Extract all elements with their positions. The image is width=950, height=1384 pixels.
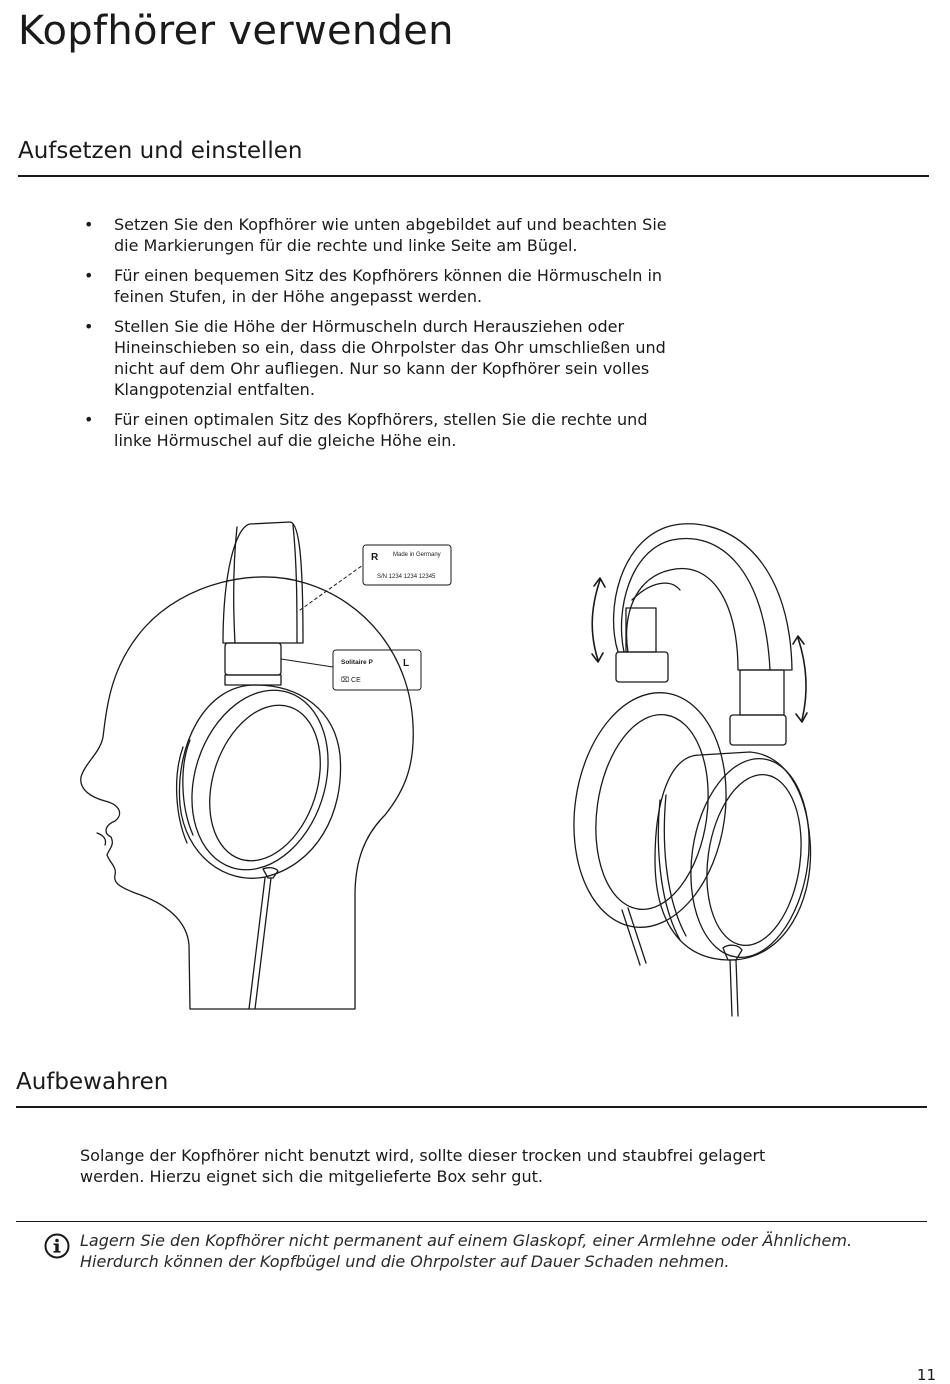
ear-cup <box>178 684 342 879</box>
section-divider <box>16 1106 927 1108</box>
headphones-adjustment-illustration <box>573 523 812 1017</box>
headband <box>222 521 304 644</box>
lips-line <box>96 832 107 846</box>
storage-note: Lagern Sie den Kopfhörer nicht permanent… <box>80 1231 853 1271</box>
headband <box>612 523 793 671</box>
list-item: • Stellen Sie die Höhe der Hörmuscheln d… <box>84 316 684 400</box>
head-silhouette <box>80 576 414 1010</box>
info-icon <box>44 1233 70 1259</box>
slider <box>615 651 669 683</box>
head-with-headphones-illustration: R Made in Germany S/N 1234 1234 12345 So… <box>80 521 452 1010</box>
label-left-model: Solitaire P <box>341 659 373 666</box>
cable <box>262 867 279 879</box>
list-item-text: Für einen optimalen Sitz des Kopfhörers,… <box>114 410 648 450</box>
section-title-fit: Aufsetzen und einstellen <box>18 138 303 164</box>
bullet-marker: • <box>84 317 94 336</box>
list-item-text: Stellen Sie die Höhe der Hörmuscheln dur… <box>114 317 666 399</box>
label-left-box <box>332 649 422 691</box>
storage-text: Solange der Kopfhörer nicht benutzt wird… <box>80 1146 766 1186</box>
adjust-arrow-left <box>591 579 601 661</box>
bullet-marker: • <box>84 410 94 429</box>
label-right-serial: S/N 1234 1234 12345 <box>377 574 436 580</box>
page-title: Kopfhörer verwenden <box>18 8 454 54</box>
section-divider <box>18 175 929 177</box>
ear-pad <box>191 689 329 871</box>
label-right-origin: Made in Germany <box>393 552 441 558</box>
label-right-side: R <box>371 552 379 563</box>
list-item: • Für einen bequemen Sitz des Kopfhörers… <box>84 265 684 307</box>
ear-cup <box>654 751 812 961</box>
list-item-text: Setzen Sie den Kopfhörer wie unten abgeb… <box>114 215 667 255</box>
section-title-storage: Aufbewahren <box>16 1069 169 1095</box>
bullet-marker: • <box>84 266 94 285</box>
label-left-side: L <box>403 658 409 669</box>
label-right-box <box>362 544 452 586</box>
instruction-list: • Setzen Sie den Kopfhörer wie unten abg… <box>84 214 684 460</box>
list-item-text: Für einen bequemen Sitz des Kopfhörers k… <box>114 266 663 306</box>
list-item: • Für einen optimalen Sitz des Kopfhörer… <box>84 409 684 451</box>
page-number: 11 <box>916 1366 936 1384</box>
note-divider <box>16 1221 927 1222</box>
list-item: • Setzen Sie den Kopfhörer wie unten abg… <box>84 214 684 256</box>
slider <box>224 642 282 676</box>
label-left-marks: ⌧ CE <box>341 676 361 684</box>
adjust-arrow-right <box>797 637 807 721</box>
bullet-marker: • <box>84 215 94 234</box>
ear-cup <box>573 692 727 928</box>
slider <box>729 714 787 746</box>
